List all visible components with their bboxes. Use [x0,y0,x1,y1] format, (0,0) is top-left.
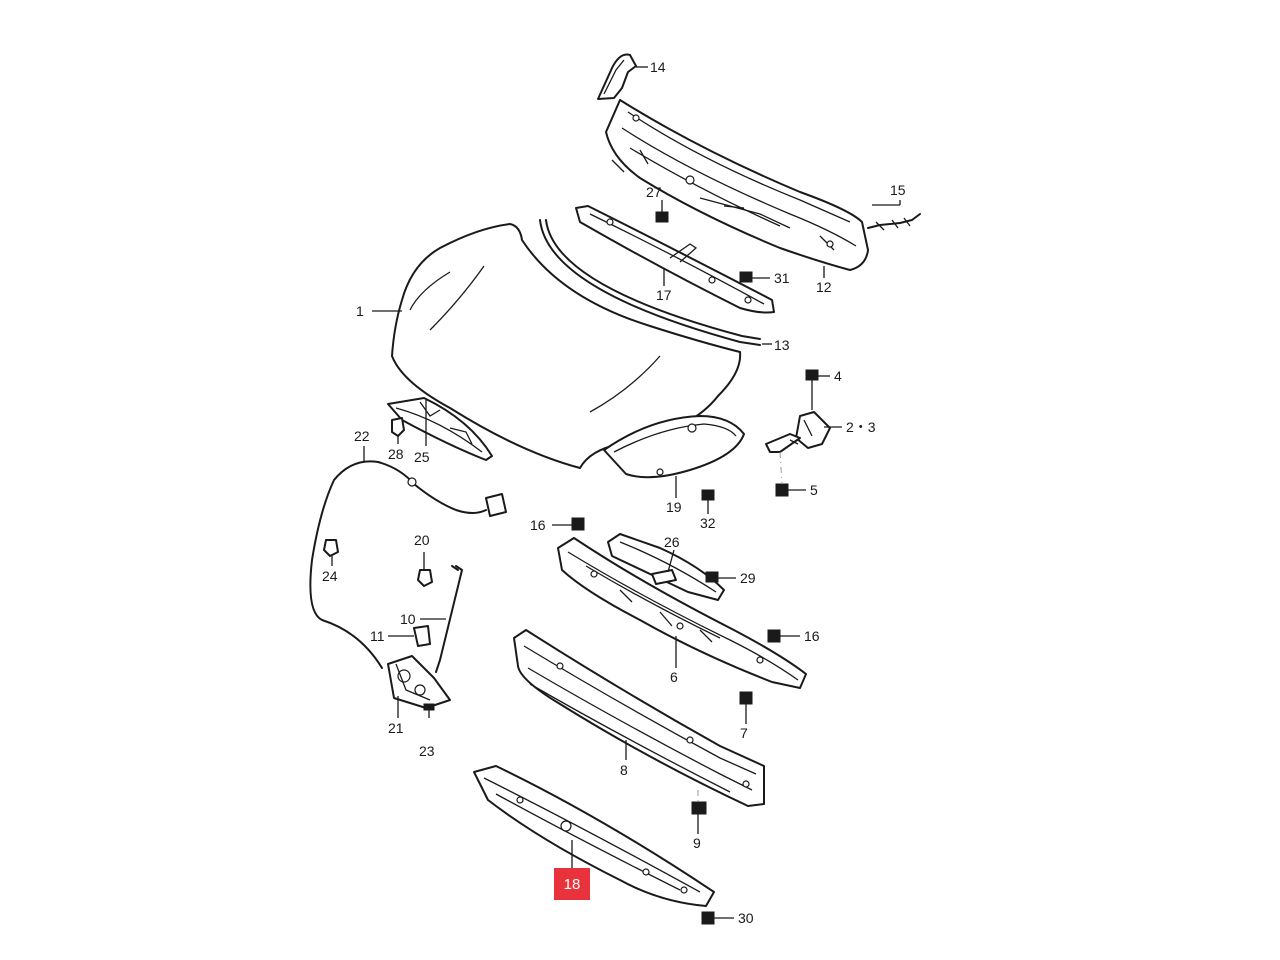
callout-32[interactable]: 32 [700,515,716,531]
callout-10[interactable]: 10 [400,611,416,627]
callout-7[interactable]: 7 [740,725,748,741]
callout-11[interactable]: 11 [370,628,385,644]
callout-15[interactable]: 15 [890,182,906,198]
part-19-hood-insulator[interactable] [603,415,745,479]
callout-30[interactable]: 30 [738,910,754,926]
part-5-bolt[interactable] [775,451,789,497]
part-16b-clip[interactable] [767,629,781,643]
callout-24[interactable]: 24 [322,568,338,584]
part-13-hood-weatherstrip[interactable] [539,219,761,346]
part-20-clip[interactable] [417,569,433,587]
part-21-hood-lock[interactable] [387,655,451,709]
callout-12[interactable]: 12 [816,279,832,295]
part-24-cable-clip[interactable] [323,539,339,557]
part-17-cowl-seal-panel[interactable] [575,205,775,314]
callout-8[interactable]: 8 [620,762,628,778]
part-6-radiator-support-upper[interactable] [557,537,807,689]
callout-20[interactable]: 20 [414,532,430,548]
callout-14[interactable]: 14 [650,59,666,75]
part-25-lock-bracket[interactable] [387,397,493,461]
part-7-bolt[interactable] [739,691,753,705]
callout-1[interactable]: 1 [356,303,364,319]
part-12-cowl-panel[interactable] [605,99,869,271]
callout-2-3[interactable]: 2・3 [846,419,876,435]
callout-4[interactable]: 4 [834,368,842,384]
part-28-clip[interactable] [391,417,405,444]
part-29-clip[interactable] [705,571,719,583]
part-31-clip[interactable] [739,271,753,283]
part-9-bolt[interactable] [691,790,707,815]
leader-lines [331,66,901,919]
callout-16a[interactable]: 16 [530,517,546,533]
part-32-clip[interactable] [701,489,715,501]
callout-27[interactable]: 27 [646,184,662,200]
part-26-upper-bracket[interactable] [607,533,725,601]
part-2-3-hood-hinge[interactable] [765,411,831,453]
callout-19[interactable]: 19 [666,499,682,515]
part-30-bolt[interactable] [701,911,715,925]
part-16a-clip[interactable] [571,517,585,531]
part-23-bolt[interactable] [423,703,435,718]
callout-31[interactable]: 31 [774,270,790,286]
callout-28[interactable]: 28 [388,446,404,462]
callout-25[interactable]: 25 [414,449,430,465]
callout-labels: 14 15 27 31 12 17 1 13 4 2・3 22 28 25 5 … [322,59,906,926]
callout-22[interactable]: 22 [354,428,370,444]
part-18-lower-crossmember[interactable] [473,765,715,907]
part-1-hood[interactable] [391,223,742,469]
callout-21[interactable]: 21 [388,720,404,736]
part-22-hood-release-cable[interactable] [309,460,507,669]
callout-29[interactable]: 29 [740,570,756,586]
callout-17[interactable]: 17 [656,287,672,303]
part-27-clip[interactable] [655,211,669,223]
callout-18-highlighted[interactable]: 18 [554,868,590,900]
part-14-cowl-seal[interactable] [597,53,637,100]
part-8-radiator-support-lower[interactable] [513,629,765,807]
callout-6[interactable]: 6 [670,669,678,685]
part-11-rod-holder[interactable] [413,625,431,647]
callout-5[interactable]: 5 [810,482,818,498]
part-10-hood-support-rod[interactable] [435,565,463,673]
callout-23[interactable]: 23 [419,743,435,759]
part-4-bolt[interactable] [805,369,819,410]
svg-text:18: 18 [564,876,581,893]
callout-9[interactable]: 9 [693,835,701,851]
callout-26[interactable]: 26 [664,534,680,550]
callout-16b[interactable]: 16 [804,628,820,644]
callout-13[interactable]: 13 [774,337,790,353]
part-15-hose-joint[interactable] [867,213,921,231]
